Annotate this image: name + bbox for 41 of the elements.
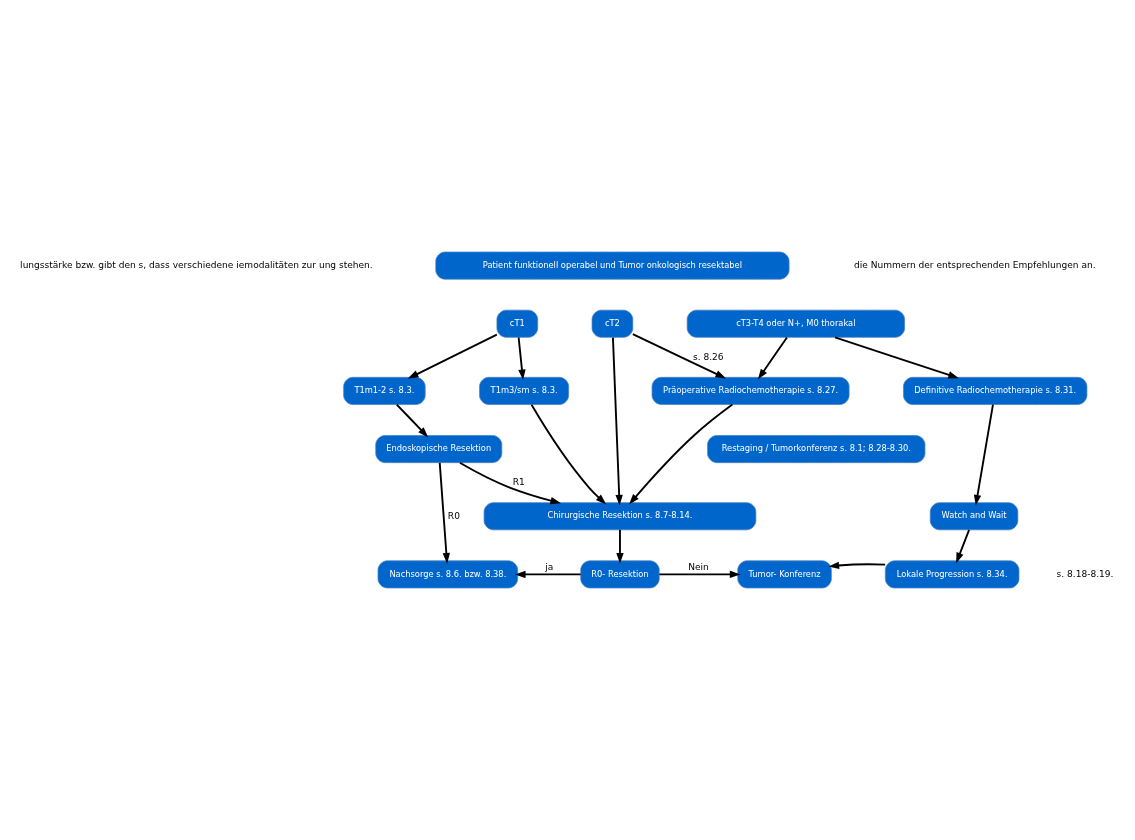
node-box: Tumor- Konferenz (737, 560, 832, 589)
node-box: Präoperative Radiochemotherapie s. 8.27. (651, 376, 850, 405)
label: lungsstärke bzw. gibt den s, dass verschiedene iemodalitäten zur ung stehen. (20, 259, 373, 270)
arrow (530, 403, 607, 505)
edge-label: R1 (512, 477, 525, 487)
node-box: Nachsorge s. 8.6. bzw. 8.38. (377, 560, 519, 589)
edge-label: s. 8.26 (693, 351, 724, 362)
arrow (658, 570, 741, 579)
node-box: Definitive Radiochemotherapie s. 8.31. (903, 376, 1088, 405)
arrow (395, 403, 429, 438)
node-box: Endoskopische Resektion (375, 435, 503, 464)
arrow (973, 403, 994, 506)
edge-label: ja (545, 561, 554, 572)
node-box: cT2 (591, 309, 634, 338)
arrow (956, 528, 971, 564)
node-box: Chirurgische Resektion s. 8.7-8.14. (483, 502, 757, 531)
node-box: T1m1-2 s. 8.3. (343, 376, 426, 405)
node-box: Patient funktionell operabel und Tumor onkologisch resektabel (435, 251, 790, 280)
arrow (458, 461, 561, 505)
edge-label: Nein (688, 561, 709, 572)
arrow (828, 561, 887, 570)
node-box: Lokale Progression s. 8.34. (884, 560, 1020, 589)
arrow (612, 336, 623, 506)
arrow (757, 336, 788, 380)
node-box: R0- Resektion (580, 560, 660, 589)
edge-label: R0 (447, 510, 460, 521)
arrow (616, 528, 624, 564)
node-box: Watch and Wait (929, 502, 1019, 531)
label: die Nummern der entsprechenden Empfehlungen an. (854, 259, 1096, 270)
arrow (631, 333, 727, 379)
node-box: cT1 (496, 309, 539, 338)
arrow (517, 336, 526, 381)
arrow (438, 461, 451, 564)
arrow (834, 336, 959, 379)
arrow (407, 333, 498, 379)
arrow (629, 403, 734, 505)
node-box: Restaging / Tumorkonferenz s. 8.1; 8.28-8.30. (707, 435, 926, 464)
label: s. 8.18-8.19. (1056, 568, 1114, 579)
node-box: T1m3/sm s. 8.3. (479, 376, 569, 405)
arrow (515, 570, 582, 579)
node-box: cT3-T4 oder N+, M0 thorakal (686, 309, 905, 338)
